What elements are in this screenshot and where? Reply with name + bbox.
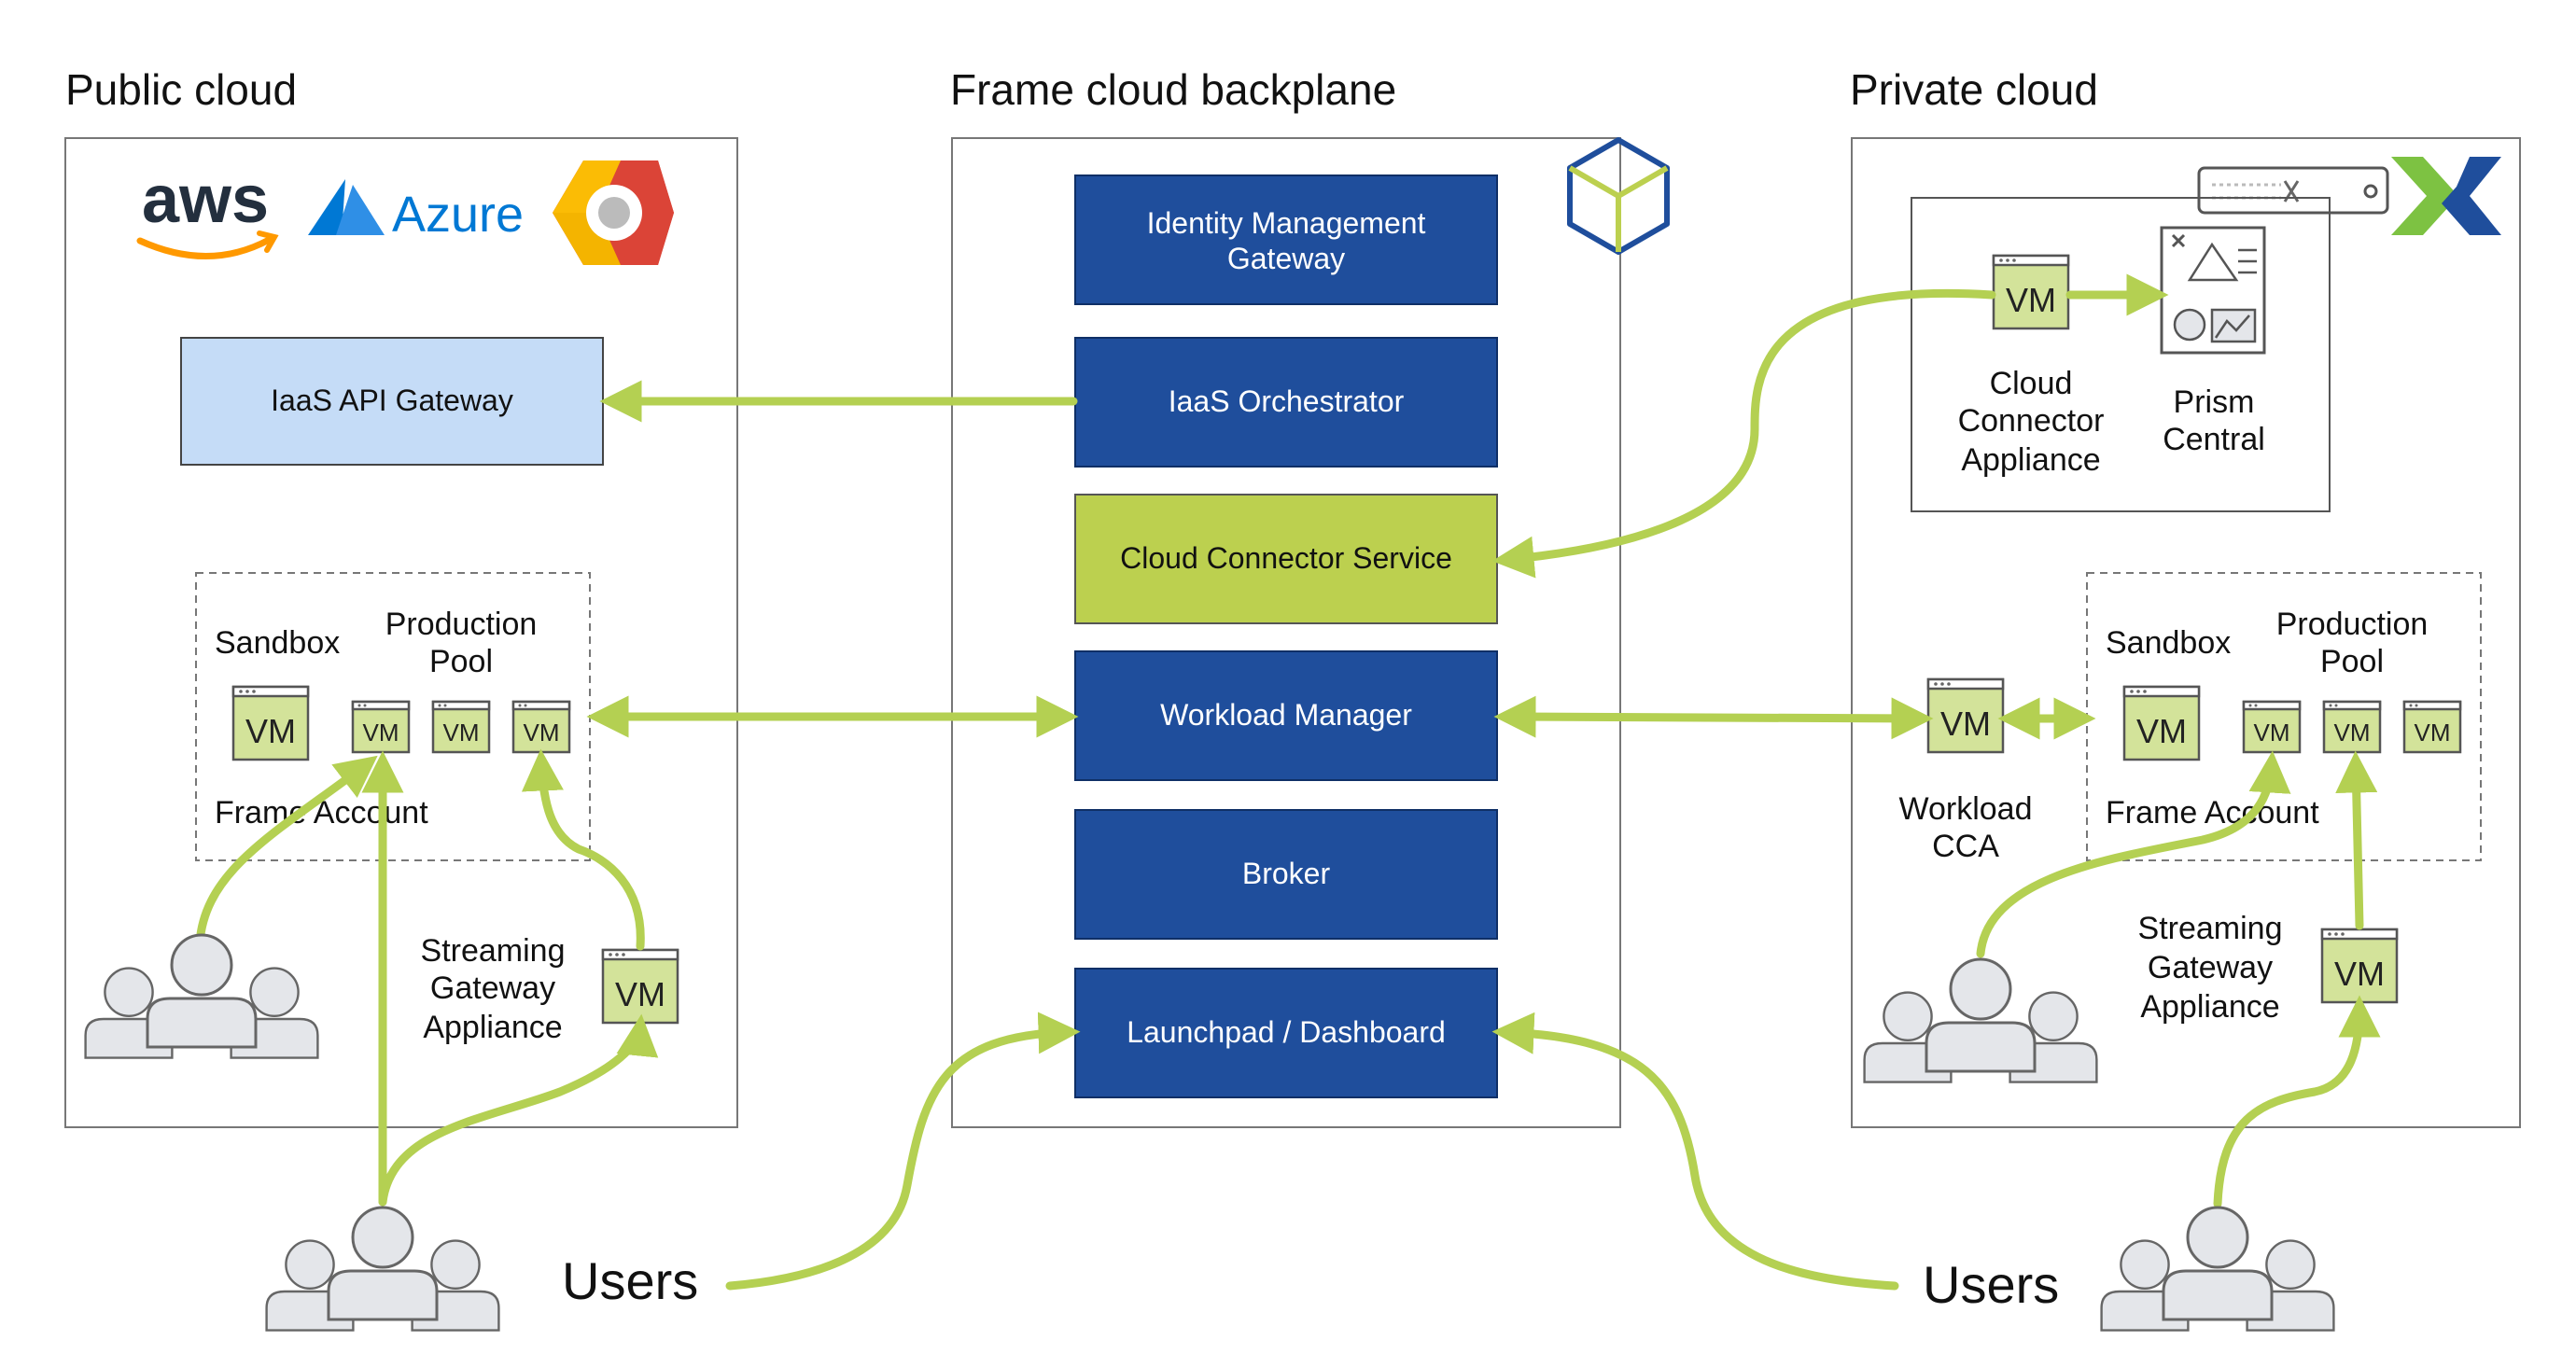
bottom-left-users-group-icon [265,1206,500,1332]
private-pool-vm-icon-3: VM [2402,700,2462,754]
azure-logo: Azure [308,179,524,243]
svg-text:VM: VM [2136,712,2187,750]
iaas-orchestrator-label: IaaS Orchestrator [1169,384,1405,418]
svg-text:VM: VM [443,719,480,747]
svg-text:VM: VM [2006,281,2056,319]
svg-text:VM: VM [615,975,665,1013]
svg-text:VM: VM [524,719,560,747]
identity-management-label-1: Identity Management [1147,206,1426,240]
prism-central-label-2: Central [2163,422,2265,457]
launchpad-dashboard-label: Launchpad / Dashboard [1127,1015,1446,1049]
private-sga-label-1: Streaming [2138,911,2283,946]
arrow-users-right-to-launchpad [1491,1012,1899,1291]
arrow-private-users-to-pool-vm [1976,750,2291,958]
public-sga-label-2: Gateway [430,970,555,1006]
svg-text:VM: VM [2415,719,2451,747]
svg-text:VM: VM [2334,955,2385,993]
backplane-title: Frame cloud backplane [950,65,1396,114]
cloud-connector-service-box [1074,494,1498,624]
private-frame-account-label: Frame Account [2106,795,2319,831]
cca-label-1: Cloud [1990,366,2073,401]
svg-text:VM: VM [245,712,296,750]
prism-central-icon [2160,226,2266,355]
bottom-right-users-group-icon [2100,1206,2335,1332]
broker-box [1074,809,1498,940]
public-pool-vm-icon-1: VM [351,700,411,754]
private-sga-label-3: Appliance [2140,989,2279,1025]
identity-management-label-2: Gateway [1227,242,1345,275]
workload-manager-box [1074,650,1498,781]
broker-label: Broker [1242,857,1331,890]
private-cca-box [1911,197,2331,512]
public-sga-vm-icon: VM [601,948,679,1025]
public-sga-label-3: Appliance [423,1010,562,1045]
arrow-workload-manager-workload-cca [1493,695,1934,740]
frame-cube-icon [1567,137,1670,255]
arrow-private-users-to-sga [2213,995,2381,1208]
aws-logo: aws [136,162,279,259]
iaas-api-gateway-label: IaaS API Gateway [271,384,513,417]
google-cloud-icon [553,161,674,265]
cca-vm-icon: VM [1992,254,2070,330]
svg-text:VM: VM [1940,705,1991,743]
nutanix-logo-icon [2391,157,2501,235]
workload-cca-label-1: Workload [1899,791,2033,827]
workload-manager-label: Workload Manager [1160,698,1412,732]
arrow-private-sga-to-pool-vm [2335,750,2378,930]
private-sga-label-2: Gateway [2148,950,2273,985]
arrow-sga-to-pool-vm [521,748,645,951]
private-pool-vm-icon-2: VM [2322,700,2382,754]
iaas-api-gateway-box [180,337,604,466]
server-appliance-icon [2197,166,2389,215]
svg-text:aws: aws [142,162,269,237]
svg-text:VM: VM [363,719,399,747]
workload-cca-vm-icon: VM [1926,677,2005,754]
private-pool-label-2: Pool [2320,644,2384,679]
private-sga-vm-icon: VM [2320,928,2399,1004]
arrow-cca-to-ccs [1491,289,1996,579]
svg-text:VM: VM [2254,719,2290,747]
public-sga-label-1: Streaming [421,933,566,969]
prism-central-label-1: Prism [2174,384,2255,420]
users-left-label: Users [562,1251,698,1310]
public-sandbox-label: Sandbox [215,625,340,661]
private-sandbox-vm-icon: VM [2122,685,2201,761]
private-pool-vm-icon-1: VM [2242,700,2302,754]
connectors [195,273,2381,1291]
cca-label-2: Connector [1958,403,2105,439]
users-right-label: Users [1923,1255,2059,1314]
identity-management-gateway-box [1074,174,1498,305]
arrow-users-left-to-launchpad [725,1012,1081,1291]
public-pool-label-1: Production [385,607,538,642]
private-sandbox-label: Sandbox [2106,625,2231,661]
private-cloud-title: Private cloud [1850,65,2098,114]
public-pool-label-2: Pool [429,644,493,679]
svg-text:Azure: Azure [392,187,524,243]
workload-cca-label-2: CCA [1932,829,1999,864]
public-pool-vm-icon-2: VM [431,700,491,754]
public-pool-vm-icon-3: VM [511,700,571,754]
svg-text:VM: VM [2334,719,2371,747]
public-cloud-title: Public cloud [65,65,297,114]
public-sandbox-vm-icon: VM [231,685,310,761]
cloud-connector-service-label: Cloud Connector Service [1120,541,1452,575]
arrow-users-to-public-sga [378,1013,659,1207]
arrow-public-users-to-pool-vm [195,755,378,947]
iaas-orchestrator-box [1074,337,1498,468]
private-pool-label-1: Production [2276,607,2429,642]
cca-label-3: Appliance [1961,442,2100,478]
